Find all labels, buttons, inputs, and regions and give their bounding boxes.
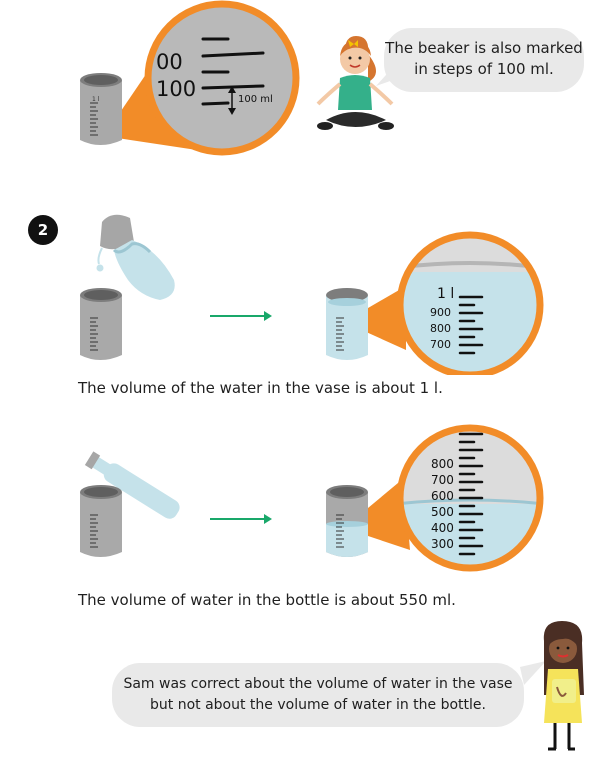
speech-bubble-top: The beaker is also marked in steps of 10…: [384, 28, 584, 92]
speech-line: but not about the volume of water in the…: [150, 697, 486, 713]
zoom-cone: [344, 286, 406, 350]
girl-sitting-character: [316, 36, 394, 130]
zoom-label-800: 800: [431, 457, 454, 471]
step-number-badge: 2: [28, 215, 58, 245]
arrow-right-icon: [210, 514, 272, 524]
zoom-label-partial: 00: [156, 50, 183, 74]
beaker-gray: [80, 485, 122, 557]
zoom-label-500: 500: [431, 505, 454, 519]
zoom-label-300: 300: [431, 537, 454, 551]
zoom-label-1l: 1 l: [437, 286, 455, 302]
beaker-filled: [326, 288, 368, 360]
arrow-right-icon: [210, 311, 272, 321]
caption-bottle: The volume of water in the bottle is abo…: [78, 591, 456, 609]
zoom-label-700: 700: [431, 473, 454, 487]
zoom-circle: [400, 428, 540, 568]
step-label: 100 ml: [238, 94, 273, 105]
zoom-label-800: 800: [430, 322, 451, 335]
caption-vase: The volume of the water in the vase is a…: [78, 379, 443, 397]
speech-line: in steps of 100 ml.: [414, 60, 554, 78]
vase-illustration: [80, 214, 544, 375]
section1-illustration: [80, 0, 410, 156]
speech-line: The beaker is also marked: [385, 39, 583, 57]
beaker-gray: [80, 73, 122, 145]
zoom-circle: [144, 0, 300, 156]
vase-icon: [96, 214, 175, 300]
beaker-filled: [326, 485, 368, 557]
zoom-label-700: 700: [430, 338, 451, 351]
zoom-label-400: 400: [431, 521, 454, 535]
beaker-gray: [80, 288, 122, 360]
conclusion-illustration: [520, 621, 584, 751]
zoom-label-600: 600: [431, 489, 454, 503]
beaker-small-label: 1 l: [92, 96, 100, 103]
speech-tail: [520, 661, 546, 685]
speech-line: Sam was correct about the volume of wate…: [123, 676, 513, 692]
girl-standing-character: [543, 621, 584, 751]
bottle-illustration: [80, 424, 544, 572]
zoom-label-100: 100: [156, 77, 197, 101]
speech-bubble-conclusion: Sam was correct about the volume of wate…: [112, 663, 524, 727]
zoom-label-900: 900: [430, 306, 451, 319]
